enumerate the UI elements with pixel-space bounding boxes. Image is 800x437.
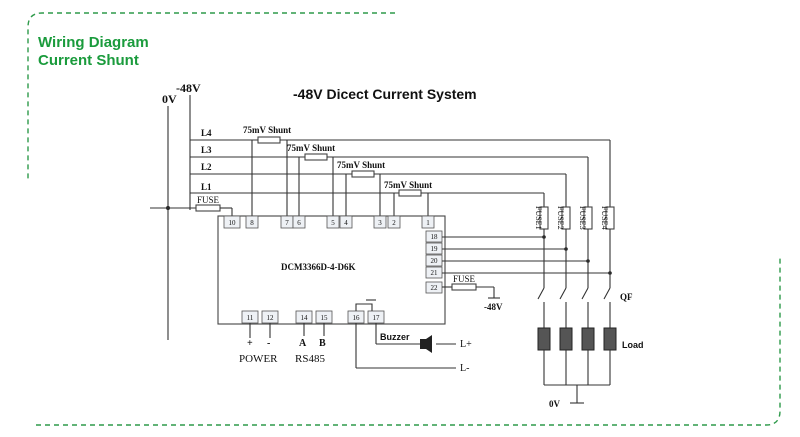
terminal-18: 18 [431, 233, 439, 241]
terminal-11: 11 [247, 314, 254, 322]
terminal-21: 21 [431, 269, 439, 277]
shunt-label-l3: 75mV Shunt [287, 143, 335, 153]
fuse-channel-2 [561, 206, 571, 288]
terminal-14: 14 [301, 314, 309, 322]
shunt-label-l4: 75mV Shunt [243, 125, 291, 135]
fuse-channel-1 [539, 206, 549, 288]
line-label-l3: L3 [201, 145, 212, 155]
device-label: DCM3366D-4-D6K [281, 262, 356, 272]
terminal-10: 10 [229, 219, 237, 227]
qf-switches [537, 287, 611, 328]
diagram-title: -48V Dicect Current System [293, 86, 477, 102]
fuse-label-input: FUSE [197, 195, 220, 205]
l-plus-label: L+ [460, 339, 472, 350]
terminal-3: 3 [378, 219, 382, 227]
power-plus: + [247, 338, 253, 349]
terminal-22-fuse-wire [442, 283, 500, 299]
loads [537, 327, 617, 404]
rail-neg48v-label: -48V [176, 81, 201, 95]
shunt-label-l2: 75mV Shunt [337, 160, 385, 170]
fuse-channel-3 [583, 206, 593, 288]
bottom-0v-label: 0V [549, 399, 561, 409]
fuse1-label: FUSE1 [534, 206, 543, 230]
terminal-20: 20 [431, 257, 439, 265]
terminal-12: 12 [267, 314, 275, 322]
heading-current-shunt: Current Shunt [38, 52, 139, 69]
load-label: Load [622, 340, 644, 350]
terminal-2: 2 [392, 219, 396, 227]
terminal-6: 6 [297, 219, 301, 227]
terminal-15: 15 [321, 314, 329, 322]
line-l4 [190, 136, 611, 216]
terminal-5: 5 [331, 219, 335, 227]
terminal-4: 4 [344, 219, 348, 227]
shunt-label-l1: 75mV Shunt [384, 180, 432, 190]
fuse22-neg48v-label: -48V [484, 302, 503, 312]
line-l1 [190, 189, 545, 216]
l-minus-label: L- [460, 363, 469, 374]
device-box [217, 215, 446, 325]
qf-label: QF [620, 292, 633, 302]
fuse3-label: FUSE3 [578, 206, 587, 230]
line-label-l4: L4 [201, 128, 212, 138]
sense-wires [442, 235, 612, 275]
rs485-b: B [319, 338, 326, 349]
power-label: POWER [239, 353, 278, 365]
input-wire-terminal-10 [150, 204, 233, 216]
terminal-19: 19 [431, 245, 439, 253]
fuse-channel-4 [605, 206, 615, 288]
buzzer-alarm-wires [355, 299, 456, 369]
line-l2 [190, 170, 567, 216]
heading-wiring-diagram: Wiring Diagram [38, 34, 149, 51]
fuse2-label: FUSE2 [556, 206, 565, 230]
terminal-16: 16 [353, 314, 361, 322]
rail-0v-label: 0V [162, 92, 177, 106]
line-l3 [190, 153, 589, 216]
line-label-l2: L2 [201, 162, 212, 172]
terminal-17: 17 [373, 314, 381, 322]
buzzer-label: Buzzer [380, 332, 410, 342]
terminal-1: 1 [426, 219, 430, 227]
rs485-label: RS485 [295, 353, 325, 365]
right-terminals: 18 19 20 21 22 [425, 230, 443, 294]
terminal-22: 22 [431, 284, 439, 292]
rs485-a: A [299, 338, 307, 349]
line-label-l1: L1 [201, 182, 212, 192]
power-rs485-leads [249, 323, 325, 338]
top-terminals: 10 8 7 6 5 4 3 2 1 [223, 215, 435, 229]
terminal-7: 7 [285, 219, 289, 227]
fuse-label-22: FUSE [453, 274, 476, 284]
terminal-8: 8 [250, 219, 254, 227]
power-minus: - [267, 338, 270, 349]
fuse4-label: FUSE4 [600, 206, 609, 230]
